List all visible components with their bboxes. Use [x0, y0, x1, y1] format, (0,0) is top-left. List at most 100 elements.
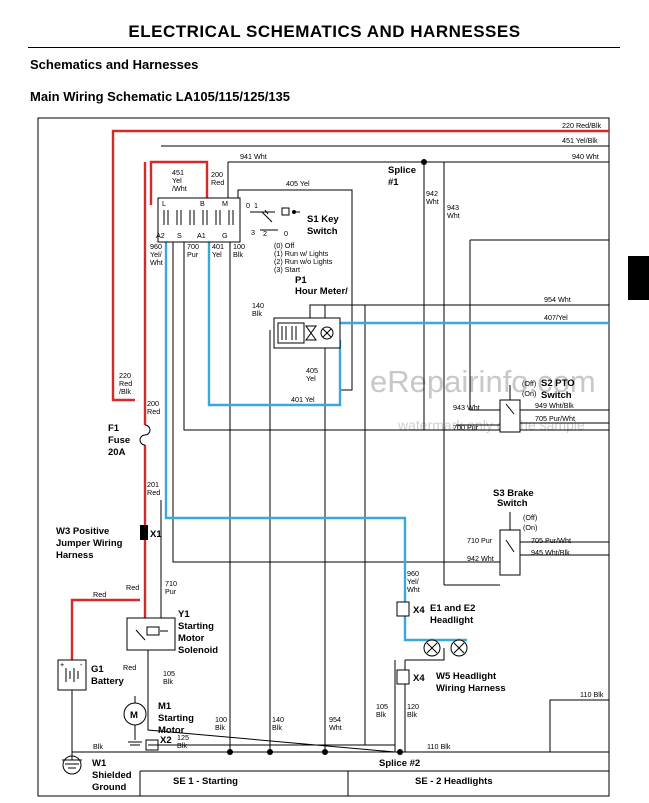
ls100-0: 100: [233, 242, 245, 251]
footer-table: [139, 770, 609, 796]
key-pos-0b: 0: [284, 229, 288, 238]
ls710-1: Pur: [165, 587, 177, 596]
key-pos-0: 0: [246, 201, 250, 210]
ls105a-1: Blk: [163, 677, 173, 686]
ls105b-1: Blk: [376, 710, 386, 719]
brake-switch: [499, 512, 521, 576]
schematic-frame: [37, 117, 610, 797]
s3-on: (On): [523, 523, 537, 532]
watermark: eRepairinfo.com: [370, 364, 596, 399]
key-switch-symbol: [250, 207, 300, 231]
wire-945: 945 Wht/Blk: [531, 548, 570, 557]
s2-label-2: Switch: [541, 390, 572, 401]
ls942-1: Wht: [426, 197, 439, 206]
hour-meter: [273, 317, 341, 349]
ground-symbol: [62, 755, 82, 775]
term-A2: A2: [156, 231, 165, 240]
term-B: B: [200, 199, 205, 208]
s2-off: (Off): [522, 379, 536, 388]
wire-943: 943 Wht: [453, 403, 480, 412]
ls201-1: Red: [147, 488, 160, 497]
ls401-1: Yel: [212, 250, 222, 259]
s1-pos-1: (1) Run w/ Lights: [274, 249, 329, 258]
ls960b-1: Yel/: [407, 577, 419, 586]
ls700-0: 700: [187, 242, 199, 251]
w1-label: W1: [92, 758, 107, 769]
battery-plus: +: [60, 660, 64, 669]
red-label-1: Red: [93, 590, 106, 599]
splice2-label: Splice #2: [379, 758, 420, 769]
key-switch-terminal-block: [157, 197, 241, 243]
ls140a-0: 140: [252, 301, 264, 310]
section-title: Schematics and Harnesses: [30, 57, 199, 72]
ls201-0: 201: [147, 480, 159, 489]
fuse-symbol: [139, 424, 151, 446]
page-header: ELECTRICAL SCHEMATICS AND HARNESSES: [128, 22, 521, 41]
w5-label: W5 Headlight: [436, 671, 497, 682]
wire-705b: 705 Pur/Wht: [531, 536, 571, 545]
e1e2-label: E1 and E2: [430, 603, 475, 614]
ls954-1: Wht: [329, 723, 342, 732]
splice1-label: Splice: [388, 165, 416, 176]
headlights: [423, 639, 468, 657]
term-G: G: [222, 231, 228, 240]
red-wires: [70, 129, 609, 660]
ls140b-0: 140: [272, 715, 284, 724]
ls451-1: Yel: [172, 176, 182, 185]
ls960b-2: Wht: [407, 585, 420, 594]
junction-dots: [227, 749, 403, 755]
ls105b-0: 105: [376, 702, 388, 711]
ls100b-0: 100: [215, 715, 227, 724]
g1-label-2: Battery: [91, 676, 124, 687]
x1-connector: [140, 525, 148, 540]
f1-label: F1: [108, 423, 120, 434]
w5-label-2: Wiring Harness: [436, 683, 506, 694]
solenoid-symbol: [126, 617, 176, 651]
w3-label: W3 Positive: [56, 526, 109, 537]
ls405-0: 405: [306, 366, 318, 375]
f1-label-3: 20A: [108, 447, 126, 458]
ls451-0: 451: [172, 168, 184, 177]
ls960-1: Yel/: [150, 250, 162, 259]
ls200-0: 200: [211, 170, 223, 179]
s1-pos-3: (3) Start: [274, 265, 300, 274]
term-A1: A1: [197, 231, 206, 240]
red-label-3: Red: [123, 663, 136, 672]
ls200b-0: 200: [147, 399, 159, 408]
s3-off: (Off): [523, 513, 537, 522]
ls960-2: Wht: [150, 258, 163, 267]
s1-pos-2: (2) Run w/o Lights: [274, 257, 333, 266]
e1e2-label-2: Headlight: [430, 615, 474, 626]
wire-700: 700 Pur: [453, 423, 479, 432]
x4-connector-a: [396, 601, 410, 617]
header-rule: [28, 47, 620, 48]
w1-label-3: Ground: [92, 782, 126, 793]
ls710-0: 710: [165, 579, 177, 588]
ls220-0: 220: [119, 371, 131, 380]
x4b-label: X4: [413, 673, 425, 684]
pto-switch: [499, 385, 521, 433]
wire-710: 710 Pur: [467, 536, 493, 545]
wire-940: 940 Wht: [572, 152, 599, 161]
ls140a-1: Blk: [252, 309, 262, 318]
page-tab-marker: [628, 256, 649, 300]
s3-label: S3 Brake: [493, 488, 534, 499]
s1-label-2: Switch: [307, 226, 338, 237]
w1-label-2: Shielded: [92, 770, 132, 781]
wire-942: 942 Wht: [467, 554, 494, 563]
wire-451: 451 Yel/Blk: [562, 136, 598, 145]
term-S: S: [177, 231, 182, 240]
motor-symbol: [123, 702, 147, 726]
ls100-1: Blk: [233, 250, 243, 259]
term-L: L: [162, 199, 166, 208]
splice1-dot: [421, 159, 427, 165]
ls401-0: 401: [212, 242, 224, 251]
y1-label-4: Solenoid: [178, 645, 218, 656]
wire-401: 401 Yel: [291, 395, 315, 404]
ls942-0: 942: [426, 189, 438, 198]
battery-minus: -: [80, 660, 83, 669]
footer-se2: SE - 2 Headlights: [415, 776, 493, 787]
w3-label-3: Harness: [56, 550, 94, 561]
splice1-label-2: #1: [388, 177, 399, 188]
